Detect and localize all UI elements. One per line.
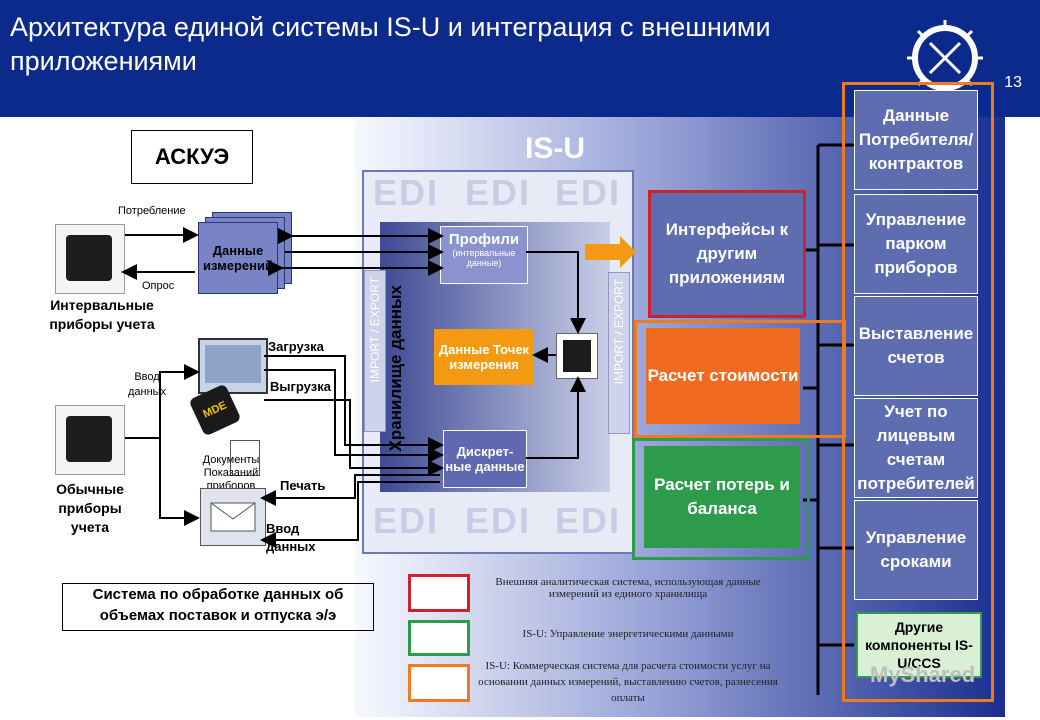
document-icon [230, 440, 260, 476]
system-caption: Система по обработке данных об объемах п… [62, 583, 374, 631]
askue-box: АСКУЭ [131, 130, 253, 184]
interval-meter-icon [55, 224, 125, 294]
envelope-icon [200, 488, 266, 546]
interval-meters-label: Интервальные приборы учета [49, 297, 155, 332]
legend-red-swatch [408, 574, 470, 612]
legend-red-text: Внешняя аналитическая система, использую… [495, 576, 761, 600]
point-data-box: Данные Точек измерения [434, 329, 534, 385]
edi-label: EDI [465, 172, 532, 213]
regular-meters-label: Обычные приборы учета [56, 481, 124, 535]
profiles-box: Профили (интервальные данные) [440, 226, 528, 284]
meter-icon [556, 333, 598, 379]
cost-box: Расчет стоимости [646, 328, 800, 424]
profiles-sub-label: (интервальные данные) [452, 248, 516, 268]
right-item-other: Другие компоненты IS-U/CCS [856, 612, 982, 678]
computer-icon [198, 338, 268, 394]
measurement-data-box: Данные измерений [198, 222, 278, 294]
legend-green-swatch [408, 620, 470, 656]
right-item-deadlines: Управление сроками [854, 500, 978, 600]
right-item-accounts: Учет по лицевым счетам потребителей [854, 398, 978, 498]
data-entry-small-label: Ввод данных [127, 371, 167, 398]
import-export-band-right: IMPORT / EXPORT [608, 272, 630, 434]
poll-label: Опрос [142, 280, 175, 292]
commercial-outline [842, 82, 994, 702]
edi-label: EDI [373, 172, 440, 213]
right-item-device-management: Управление парком приборов [854, 194, 978, 294]
losses-outline [632, 438, 810, 560]
regular-meter-icon [55, 405, 125, 475]
legend-green-text: IS-U: Управление энергетическими данными [522, 628, 734, 640]
watermark: MyShared [870, 662, 976, 687]
edi-label: EDI [373, 500, 440, 541]
legend-orange-swatch [408, 664, 470, 702]
losses-box: Расчет потерь и баланса [644, 446, 800, 548]
right-item-consumer-data: Данные Потребителя/ контрактов [854, 90, 978, 190]
isu-title: IS-U [525, 132, 585, 165]
edi-label: EDI [555, 500, 622, 541]
interfaces-box: Интерфейсы к другим приложениям [648, 190, 806, 318]
page-number: 13 [1004, 74, 1022, 91]
print-label: Печать [280, 478, 326, 493]
consumption-label: Потребление [118, 205, 186, 217]
edi-label: EDI [465, 500, 532, 541]
edi-label: EDI [555, 172, 622, 213]
upload-label: Загрузка [268, 339, 324, 354]
profiles-label: Профили [448, 231, 520, 248]
right-item-billing: Выставление счетов [854, 296, 978, 396]
page-title: Архитектура единой системы IS-U и интегр… [10, 12, 771, 76]
download-label: Выгрузка [270, 379, 331, 394]
legend-orange-text: IS-U: Коммерческая система для расчета с… [478, 660, 778, 704]
